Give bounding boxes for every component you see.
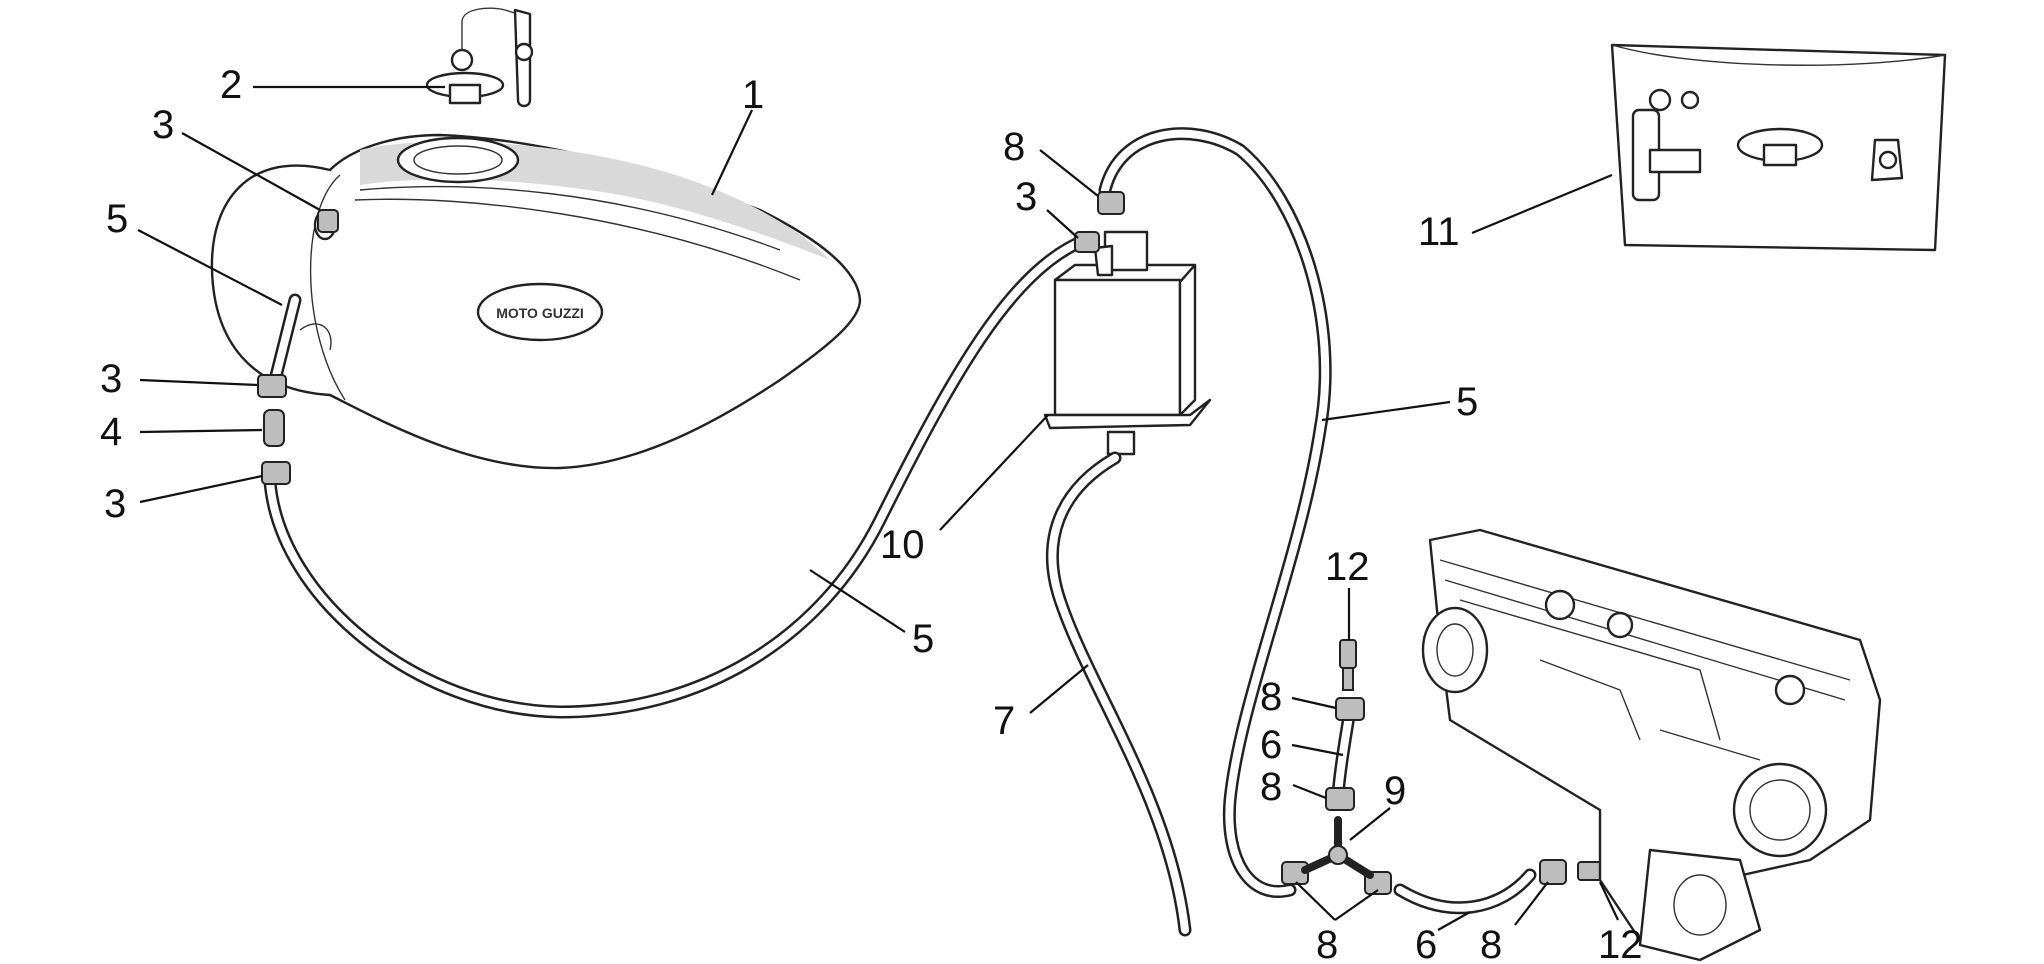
callout-11: 11 [1418,210,1460,254]
callout-3: 3 [1015,175,1037,219]
callout-6: 6 [1260,723,1282,767]
callout-3: 3 [104,482,126,526]
callout-5: 5 [1456,380,1478,424]
fuel-cap [425,7,534,108]
hose-clamp [1539,859,1567,885]
hose-clamp [1074,231,1100,253]
callout-8: 8 [1316,923,1338,964]
hose-canister-drain [1046,451,1192,937]
callout-5: 5 [912,617,934,661]
callout-1: 1 [742,73,764,117]
nipple-fitting [1339,639,1357,691]
hose-tank-to-canister [263,233,1092,719]
callout-10: 10 [880,523,925,567]
hose-canister-to-intake [1098,127,1332,898]
callout-2: 2 [220,63,242,107]
callouts: 1 2 3 5 3 4 3 8 3 10 5 5 7 11 12 8 6 8 9… [100,63,1643,964]
three-way-fitting [1301,816,1374,879]
carbon-canister [1043,230,1212,456]
callout-3: 3 [152,103,174,147]
callout-8: 8 [1480,923,1502,964]
callout-6: 6 [1415,923,1437,964]
intake-manifold [1421,528,1882,962]
callout-4: 4 [100,410,122,454]
tank-logo: MOTO GUZZI [496,305,584,321]
check-valve [263,409,285,447]
callout-7: 7 [993,699,1015,743]
callout-3: 3 [100,357,122,401]
hose-clamp [257,374,287,398]
hose-clamp [317,209,339,233]
hose-short-vertical [1331,703,1357,802]
callout-8: 8 [1003,125,1025,169]
hose-short-horizontal [1393,868,1537,915]
callout-12: 12 [1325,545,1370,589]
leader-lines [137,85,1619,931]
hose-tank-vent [268,293,302,387]
hose-clamp [1325,787,1355,811]
callout-5: 5 [106,197,128,241]
fuel-tank: MOTO GUZZI [210,133,862,470]
parts-kit-bag [1610,43,1947,252]
callout-9: 9 [1384,769,1406,813]
hose-clamp [1097,191,1125,215]
hose-clamp [1335,697,1365,721]
hose-clamp [261,461,291,485]
callout-12: 12 [1598,923,1643,964]
callout-8: 8 [1260,675,1282,719]
callout-8: 8 [1260,765,1282,809]
